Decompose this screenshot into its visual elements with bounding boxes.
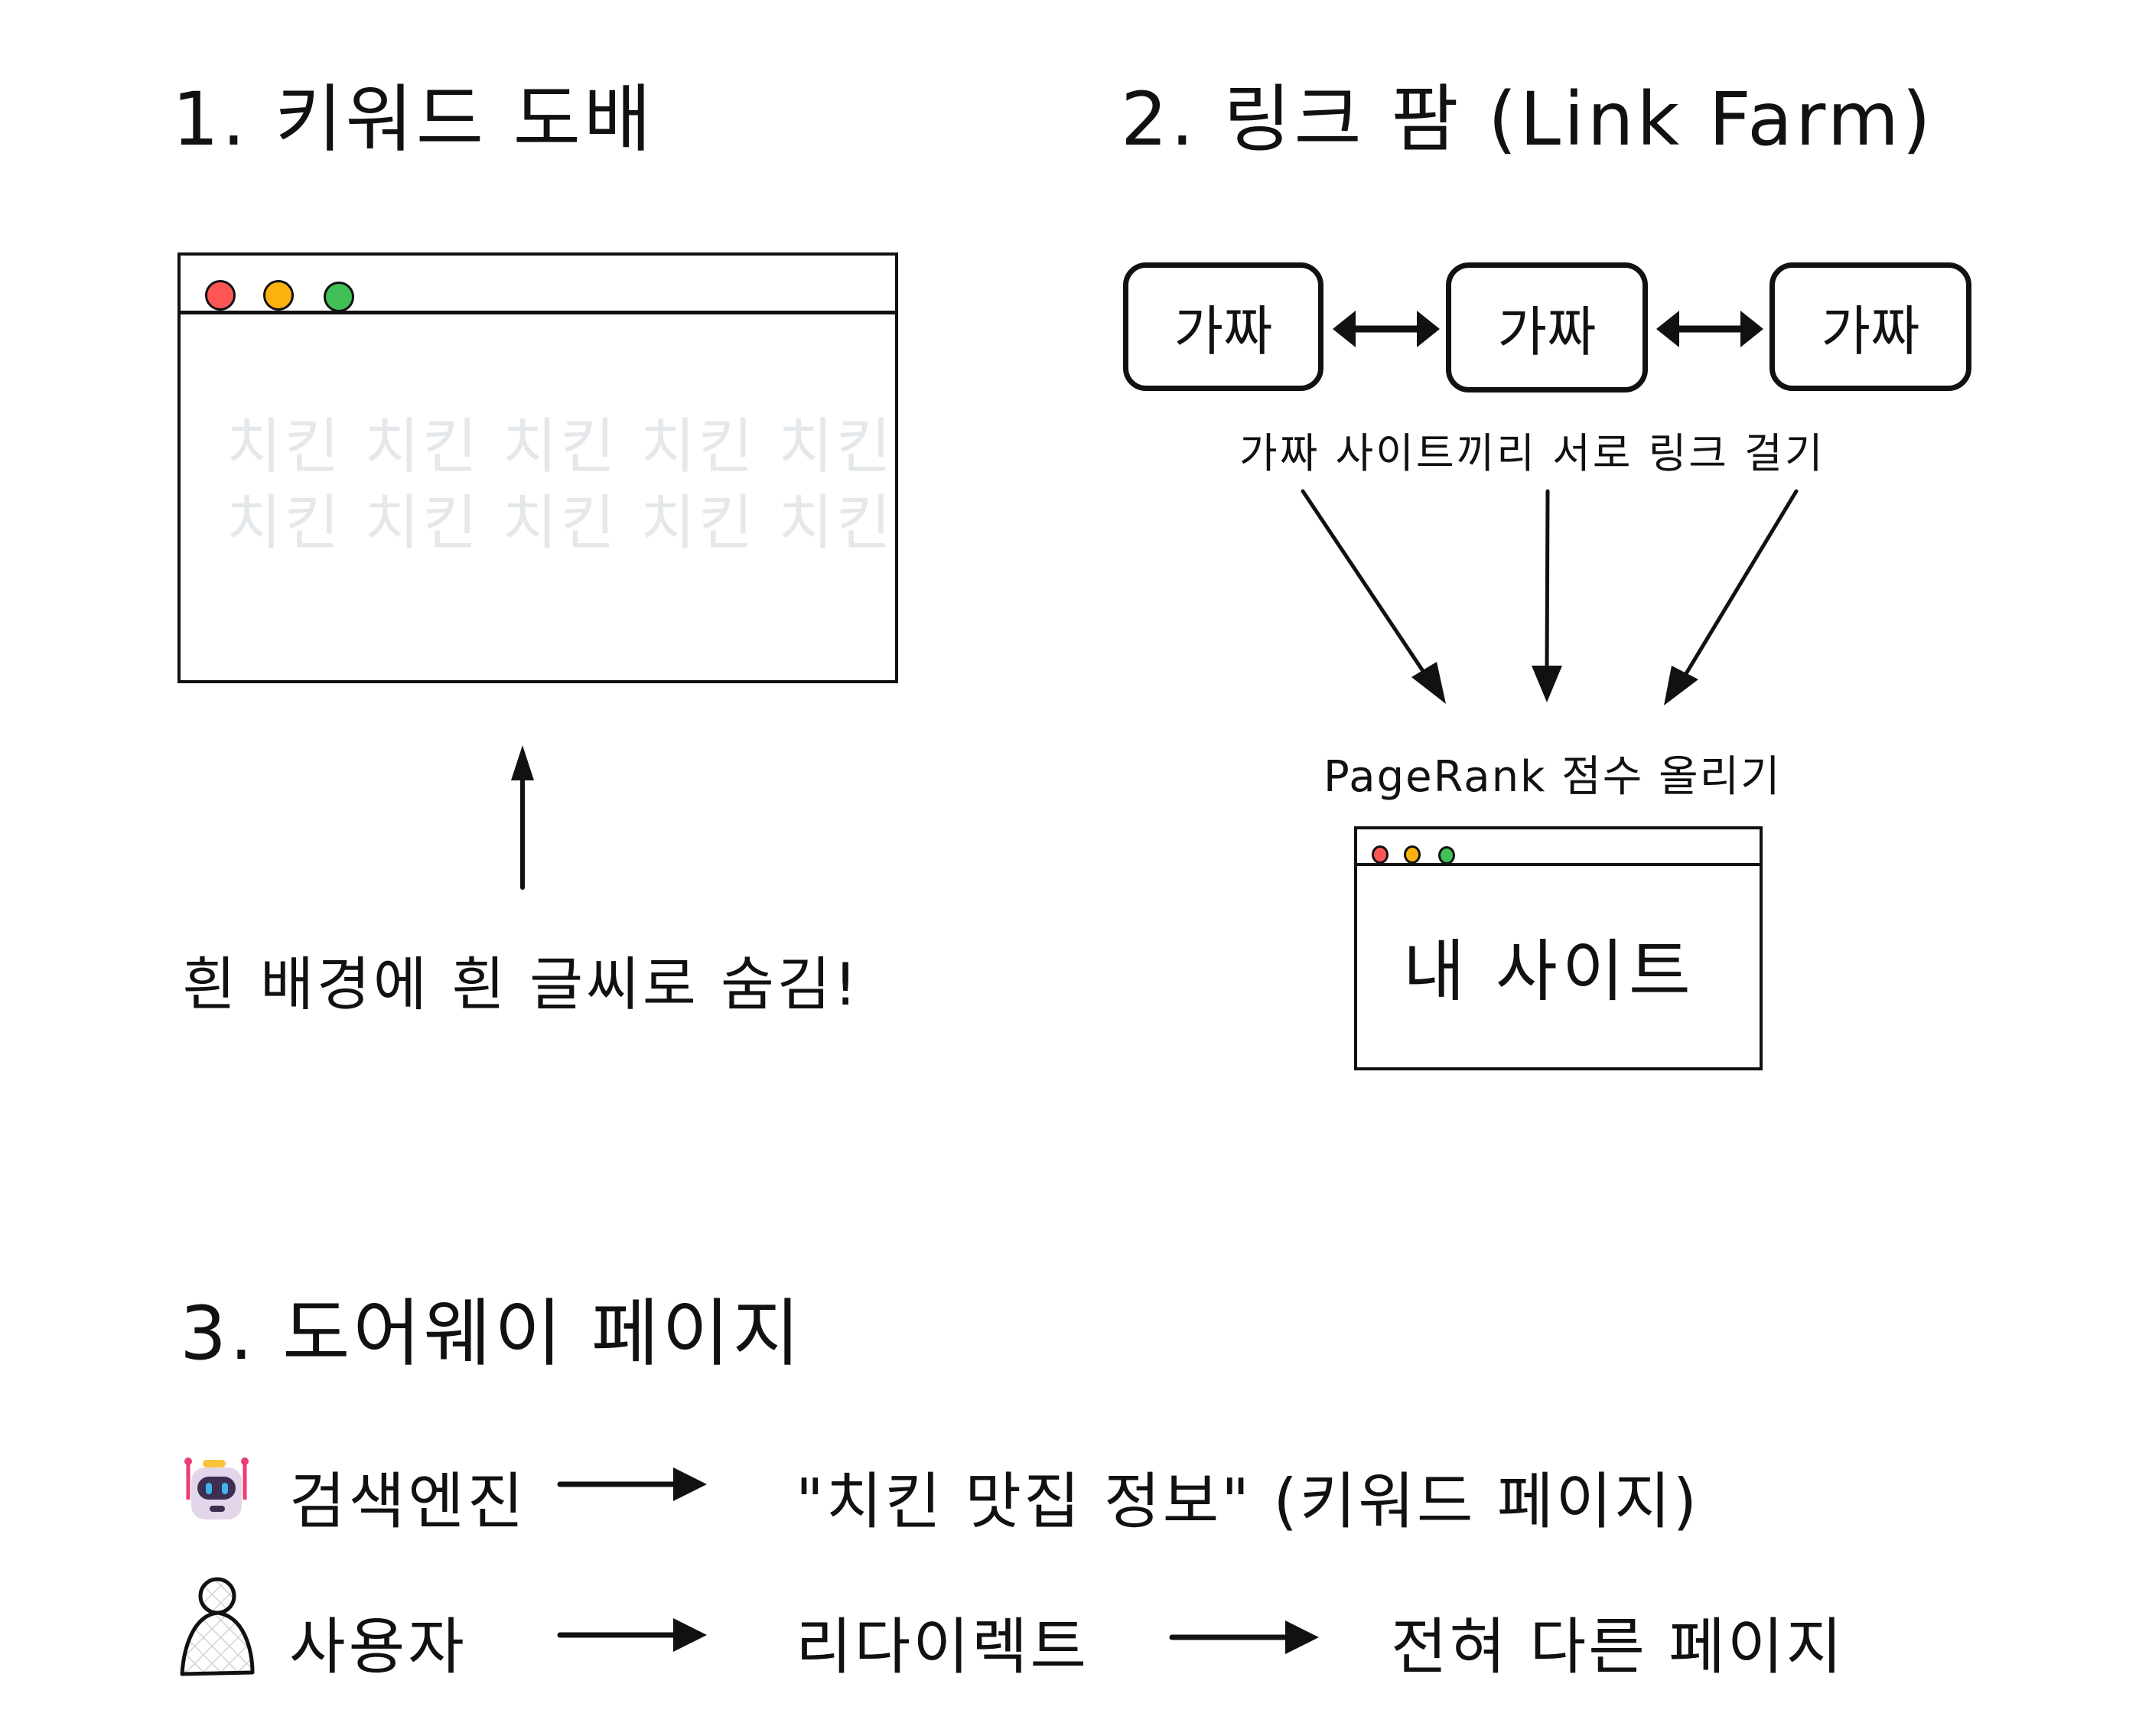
section-title-link-farm: 2. 링크 팜 (Link Farm) xyxy=(1121,77,1934,162)
browser-window-keyword-stuffing: 치킨 치킨 치킨 치킨 치킨 치킨 치킨 치킨 치킨 치킨 xyxy=(177,252,898,683)
fake-site-box-3: 가짜 xyxy=(1769,262,1971,391)
person-icon xyxy=(180,1577,255,1676)
browser-titlebar xyxy=(177,256,898,314)
fake-site-box-1: 가짜 xyxy=(1123,262,1323,391)
close-dot-icon xyxy=(1372,845,1389,864)
fake-sites-caption: 가짜 사이트끼리 서로 링크 걸기 xyxy=(1239,429,1825,477)
fake-site-label: 가짜 xyxy=(1821,299,1920,363)
robot-icon xyxy=(184,1458,249,1519)
down-arrow-icon xyxy=(1664,489,1799,705)
fake-site-box-2: 가짜 xyxy=(1446,262,1648,392)
different-page-label: 전혀 다른 페이지 xyxy=(1391,1611,1845,1682)
hidden-text-row: 치킨 치킨 치킨 치킨 치킨 xyxy=(226,412,894,481)
my-site-label: 내 사이트 xyxy=(1403,932,1695,1011)
right-arrow-icon xyxy=(557,1467,707,1501)
doorway-keyword-page: "치킨 맛집 정보" (키워드 페이지) xyxy=(796,1466,1699,1537)
fake-site-label: 가짜 xyxy=(1497,300,1597,363)
bidirectional-arrow-icon xyxy=(1656,311,1763,347)
section-title-doorway-pages: 3. 도어웨이 페이지 xyxy=(180,1291,803,1376)
maximize-dot-icon xyxy=(1438,846,1455,865)
down-arrow-icon xyxy=(1301,489,1446,704)
section-title-keyword-stuffing: 1. 키워드 도배 xyxy=(172,77,655,162)
browser-window-my-site: 내 사이트 xyxy=(1354,826,1763,1070)
minimize-dot-icon xyxy=(263,280,294,311)
fake-site-label: 가짜 xyxy=(1174,299,1273,363)
right-arrow-icon xyxy=(557,1618,707,1652)
up-arrow-icon xyxy=(511,745,534,890)
redirect-label: 리다이렉트 xyxy=(796,1611,1089,1682)
converging-arrows xyxy=(1301,489,1799,705)
minimize-dot-icon xyxy=(1404,845,1421,864)
bidirectional-arrow-icon xyxy=(1333,311,1440,347)
down-arrow-icon xyxy=(1532,489,1562,702)
actor-user: 사용자 xyxy=(289,1611,467,1682)
close-dot-icon xyxy=(205,280,236,311)
maximize-dot-icon xyxy=(324,282,354,312)
actor-search-engine: 검색엔진 xyxy=(289,1466,527,1537)
hidden-text-row: 치킨 치킨 치킨 치킨 치킨 xyxy=(226,489,894,558)
right-arrow-icon xyxy=(1169,1620,1319,1654)
browser-titlebar xyxy=(1354,829,1763,866)
pagerank-caption: PageRank 점수 올리기 xyxy=(1323,752,1782,802)
keyword-stuffing-caption: 흰 배경에 흰 글씨로 숨김! xyxy=(182,950,861,1018)
hidden-text-block: 치킨 치킨 치킨 치킨 치킨 치킨 치킨 치킨 치킨 치킨 xyxy=(226,409,894,562)
